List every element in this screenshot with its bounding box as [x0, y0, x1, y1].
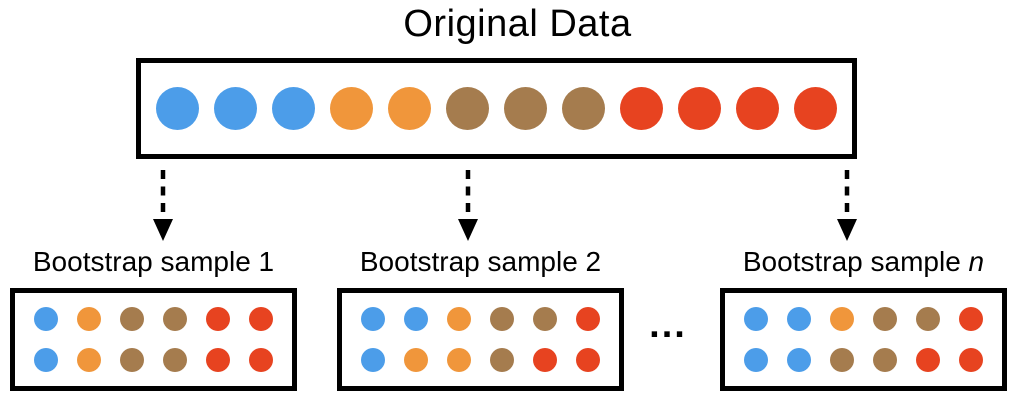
data-point-red [576, 307, 600, 331]
data-point-brown [120, 348, 144, 372]
data-point-blue [744, 348, 768, 372]
label-text: Bootstrap sample [359, 246, 586, 277]
bootstrap-sample-n-label: Bootstrap sample n [700, 245, 1014, 279]
dot-row [361, 307, 600, 331]
data-point-brown [873, 307, 897, 331]
data-point-brown [163, 348, 187, 372]
dot-row [34, 348, 273, 372]
data-point-red [736, 87, 779, 130]
data-point-blue [787, 348, 811, 372]
data-point-orange [447, 307, 471, 331]
data-point-orange [404, 348, 428, 372]
data-point-blue [361, 348, 385, 372]
label-index: 2 [585, 246, 602, 277]
dot-row [744, 307, 983, 331]
data-point-blue [156, 87, 199, 130]
data-point-brown [120, 307, 144, 331]
label-index: n [968, 246, 985, 277]
data-point-red [206, 307, 230, 331]
data-point-red [249, 348, 273, 372]
data-point-red [959, 348, 983, 372]
dashed-down-arrow-icon [458, 170, 478, 241]
data-point-orange [77, 348, 101, 372]
bootstrap-sample-1-box [10, 288, 297, 391]
data-point-brown [163, 307, 187, 331]
data-point-blue [34, 348, 58, 372]
original-data-box [136, 58, 857, 159]
dot-row [34, 307, 273, 331]
data-point-blue [361, 307, 385, 331]
data-point-brown [562, 87, 605, 130]
data-point-orange [447, 348, 471, 372]
diagram-title: Original Data [403, 3, 632, 45]
bootstrap-sample-2-label: Bootstrap sample 2 [317, 245, 644, 279]
data-point-red [620, 87, 663, 130]
bootstrap-sample-n-box [720, 288, 1007, 391]
data-point-red [959, 307, 983, 331]
dot-row [361, 348, 600, 372]
data-point-brown [916, 307, 940, 331]
label-text: Bootstrap sample [32, 246, 259, 277]
data-point-brown [490, 307, 514, 331]
dashed-down-arrow-icon [837, 170, 857, 241]
data-point-red [794, 87, 837, 130]
data-point-red [576, 348, 600, 372]
data-point-blue [404, 307, 428, 331]
bootstrap-sample-2-box [337, 288, 624, 391]
data-point-blue [272, 87, 315, 130]
data-point-brown [873, 348, 897, 372]
data-point-red [533, 348, 557, 372]
data-point-blue [787, 307, 811, 331]
data-point-orange [388, 87, 431, 130]
data-point-brown [830, 348, 854, 372]
data-point-red [916, 348, 940, 372]
data-point-brown [490, 348, 514, 372]
dot-row [744, 348, 983, 372]
data-point-brown [533, 307, 557, 331]
data-point-brown [446, 87, 489, 130]
data-point-orange [330, 87, 373, 130]
label-text: Bootstrap sample [742, 246, 969, 277]
label-index: 1 [258, 246, 275, 277]
dashed-down-arrow-icon [153, 170, 173, 241]
data-point-blue [34, 307, 58, 331]
data-point-orange [830, 307, 854, 331]
data-point-blue [744, 307, 768, 331]
data-point-orange [77, 307, 101, 331]
data-point-brown [504, 87, 547, 130]
data-point-red [249, 307, 273, 331]
bootstrap-sample-1-label: Bootstrap sample 1 [0, 245, 317, 279]
data-point-red [678, 87, 721, 130]
ellipsis: ... [649, 304, 687, 346]
data-point-red [206, 348, 230, 372]
data-point-blue [214, 87, 257, 130]
